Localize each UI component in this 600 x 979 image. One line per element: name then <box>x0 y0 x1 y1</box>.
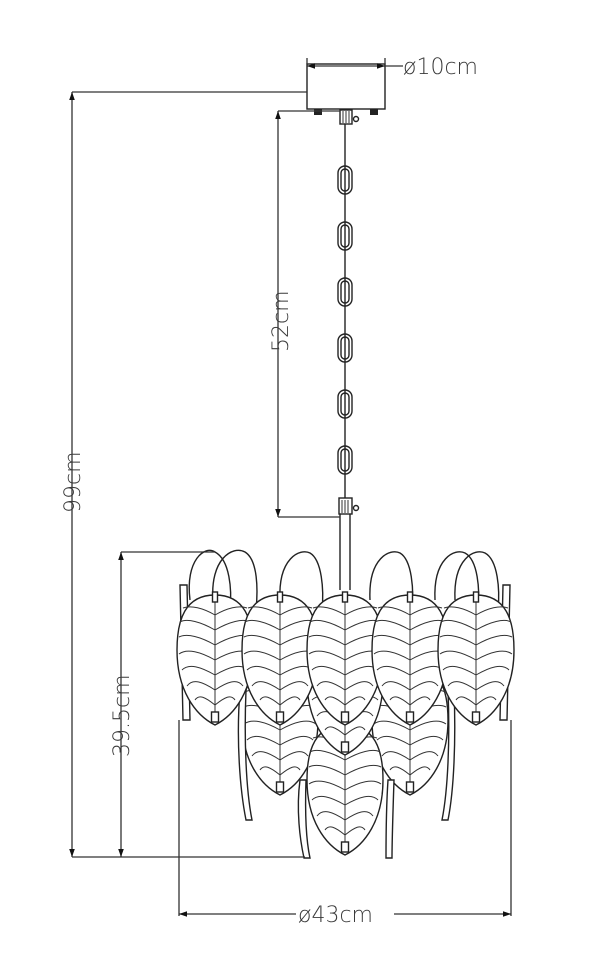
dimension-canopy-diameter: ø10cm <box>306 55 478 80</box>
chain-length-label: 52cm <box>269 290 294 352</box>
dimension-chain-length: 52cm <box>269 110 340 518</box>
chain <box>337 124 360 590</box>
dimension-body-height: 39.5cm <box>110 551 215 857</box>
canopy-diameter-label: ø10cm <box>403 55 478 80</box>
dimension-total-height: 99cm <box>61 91 307 858</box>
body-diameter-label: ø43cm <box>298 903 373 928</box>
total-height-label: 99cm <box>61 451 86 513</box>
ceiling-canopy <box>306 63 386 125</box>
chandelier-body <box>176 549 515 859</box>
body-height-label: 39.5cm <box>110 674 135 757</box>
dimension-body-diameter: ø43cm <box>178 720 512 928</box>
